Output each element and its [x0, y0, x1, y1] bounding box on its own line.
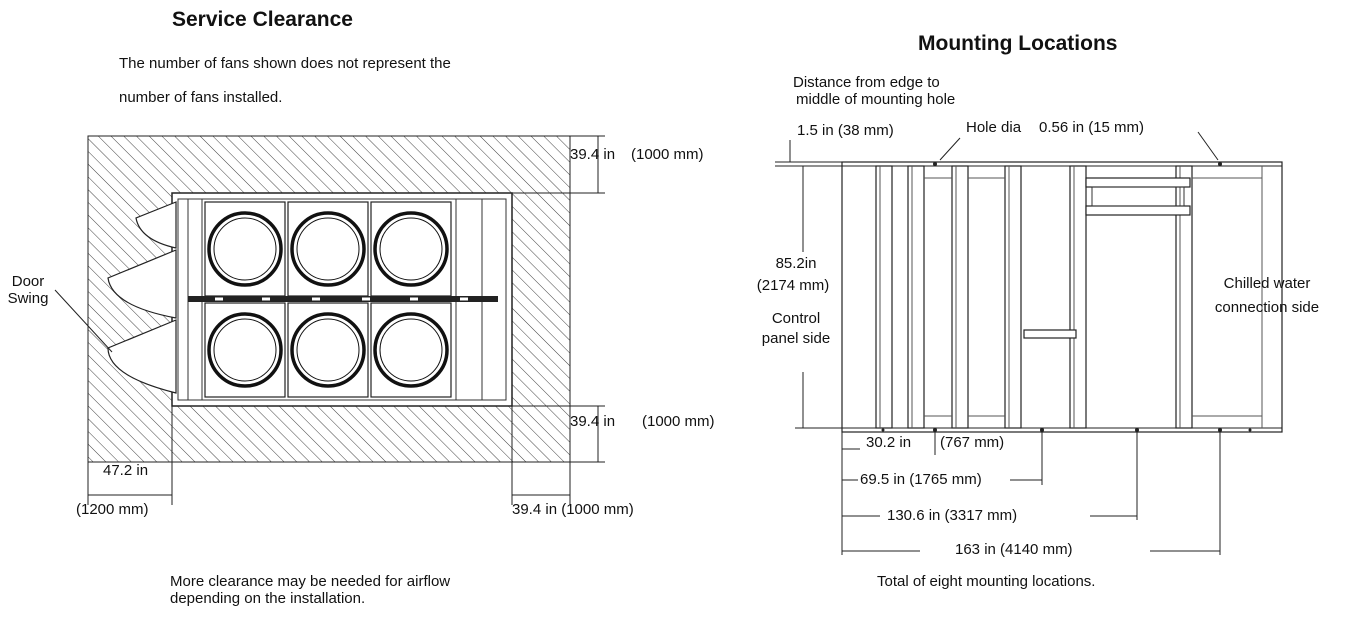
door-swing-arcs — [107, 201, 177, 394]
dim-163-in: 163 in (4140 mm) — [955, 541, 1073, 558]
dim-767-mm: (767 mm) — [940, 434, 1005, 451]
mounting-locations-title: Mounting Locations — [918, 32, 1118, 55]
dim-top-mm: (1000 mm) — [631, 146, 704, 163]
fan-circles — [207, 211, 449, 388]
edge-distance-dim: 1.5 in (38 mm) — [797, 122, 894, 139]
height-mm: (2174 mm) — [756, 277, 830, 294]
hole-dia-dim: 0.56 in (15 mm) — [1039, 119, 1145, 136]
height-in: 85.2in — [775, 255, 817, 272]
service-clearance-drawing — [54, 135, 605, 505]
frame-posts — [875, 165, 1193, 429]
dim-30-2-in: 30.2 in — [866, 434, 912, 451]
dim-left-mm: (1200 mm) — [76, 501, 149, 518]
chilled-water-line1: Chilled water — [1223, 275, 1311, 292]
dim-right-mm: (1000 mm) — [642, 413, 715, 430]
edge-distance-line1: Distance from edge to — [793, 74, 940, 91]
cross-braces — [1023, 177, 1191, 339]
dim-right-in: 39.4 in — [570, 413, 616, 430]
dim-top-in: 39.4 in — [570, 146, 616, 163]
airflow-note-line1: More clearance may be needed for airflow — [170, 573, 451, 590]
mounting-footer-note: Total of eight mounting locations. — [877, 573, 1096, 590]
edge-distance-line2: middle of mounting hole — [796, 91, 956, 108]
door-swing-label-line1: Door — [11, 273, 45, 290]
service-clearance-title: Service Clearance — [172, 8, 353, 31]
hole-dia-label: Hole dia — [966, 119, 1022, 136]
dim-left-in: 47.2 in — [103, 462, 149, 479]
control-side-line1: Control — [771, 310, 821, 327]
control-side-line2: panel side — [761, 330, 831, 347]
door-swing-label-line2: Swing — [7, 290, 49, 307]
airflow-note-line2: depending on the installation. — [170, 590, 366, 607]
frame-outline — [841, 161, 1283, 433]
center-rail — [188, 296, 498, 302]
dim-69-5-in: 69.5 in (1765 mm) — [860, 471, 982, 488]
mounting-locations-drawing — [775, 131, 1283, 555]
dim-bottom: 39.4 in (1000 mm) — [512, 501, 634, 518]
fan-note-line2: number of fans installed. — [119, 89, 283, 106]
chilled-water-line2: connection side — [1214, 299, 1320, 316]
dim-130-6-in: 130.6 in (3317 mm) — [887, 507, 1018, 524]
fan-note-line1: The number of fans shown does not repres… — [119, 55, 451, 72]
